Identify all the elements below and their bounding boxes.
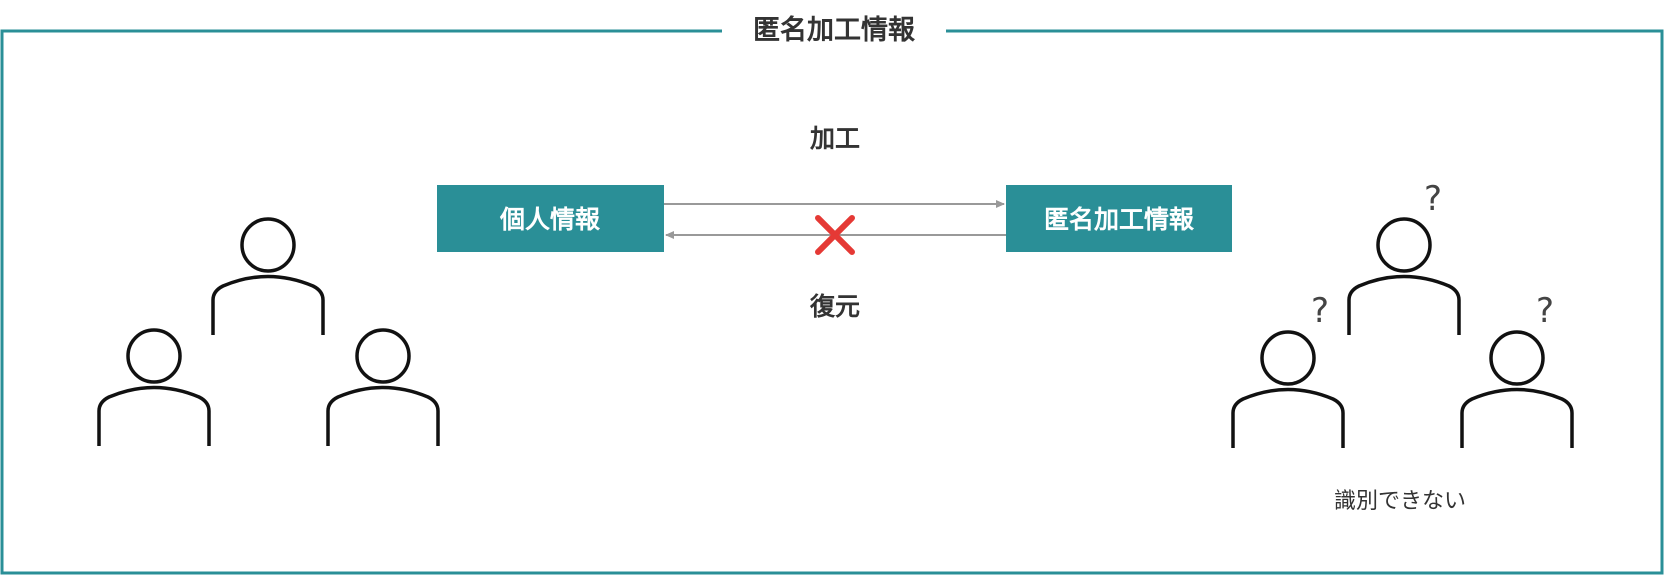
personal-info-label: 個人情報 [499,205,601,234]
frame-title: 匿名加工情報 [753,14,916,46]
people-group-left [97,217,440,448]
restore-label: 復元 [809,292,860,321]
cross-icon [815,215,855,255]
unidentifiable-caption: 識別できない [1334,489,1466,514]
person-icon [1347,217,1461,337]
person-icon [211,217,325,337]
person-icon [97,328,211,448]
people-group-right [1231,217,1574,450]
person-icon [1460,330,1574,450]
personal-info-box [437,185,664,252]
anonymized-info-label: 匿名加工情報 [1044,205,1195,234]
question-mark-icon: ? [1536,291,1554,331]
question-mark-icon: ? [1311,291,1329,331]
process-label: 加工 [809,124,860,153]
anonymized-info-box [1006,185,1232,252]
title-gap [722,14,946,48]
person-icon [326,328,440,448]
question-mark-icon: ? [1424,179,1442,219]
person-icon [1231,330,1345,450]
